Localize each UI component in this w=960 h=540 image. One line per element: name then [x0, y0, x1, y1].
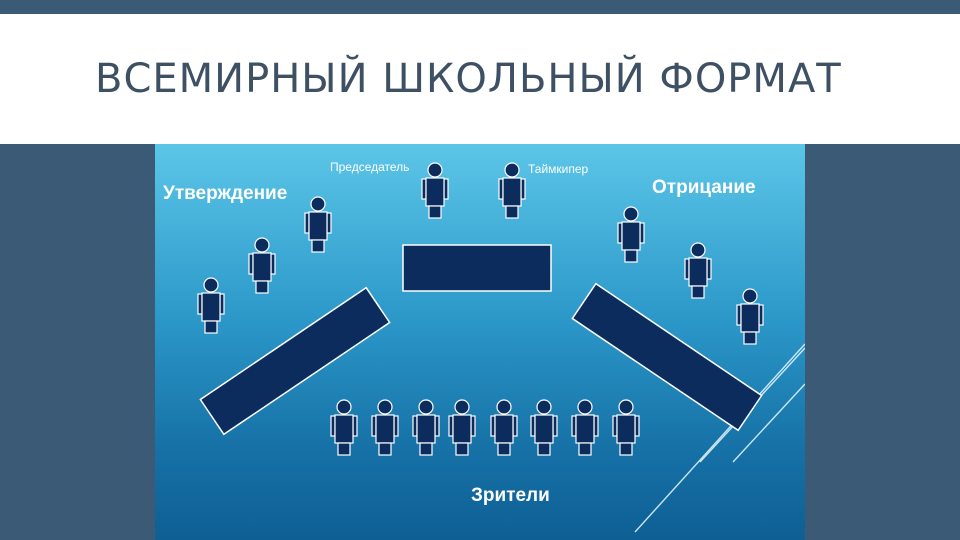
slide-title: ВСЕМИРНЫЙ ШКОЛЬНЫЙ ФОРМАТ: [95, 56, 842, 102]
title-band: [0, 14, 960, 144]
deco-line: [634, 343, 805, 533]
person-head: [454, 399, 470, 415]
seating-diagram: Председатель Таймкипер Утверждение Отриц…: [155, 144, 805, 540]
person-arm: [412, 415, 418, 437]
person-arm: [304, 212, 310, 234]
chairman-label: Председатель: [330, 160, 409, 174]
negative-table: [571, 282, 763, 432]
person-head: [623, 206, 639, 222]
person-head: [536, 399, 552, 415]
audience-person-icon: [490, 399, 518, 456]
person-body: [425, 177, 445, 207]
person-body: [201, 292, 221, 322]
person-head: [310, 196, 326, 212]
person-head: [427, 162, 443, 178]
person-head: [496, 399, 512, 415]
person-body: [375, 414, 395, 444]
person-legs: [204, 320, 218, 334]
person-arm: [248, 253, 254, 275]
audience-person-icon: [371, 399, 399, 456]
person-legs: [505, 205, 519, 219]
negative-label: Отрицание: [652, 177, 756, 198]
person-legs: [455, 442, 469, 456]
person-head: [418, 399, 434, 415]
person-body: [308, 211, 328, 241]
person-head: [254, 237, 270, 253]
person-body: [494, 414, 514, 444]
deco-line: [732, 383, 805, 463]
person-arm: [434, 415, 440, 437]
audience-label: Зрители: [471, 485, 550, 506]
person-body: [688, 257, 708, 287]
affirmative-person-icon: [304, 196, 332, 253]
affirmative-person-icon: [197, 277, 225, 334]
person-legs: [497, 442, 511, 456]
person-arm: [197, 293, 203, 315]
person-body: [502, 177, 522, 207]
chair-table: [402, 244, 552, 292]
person-head: [203, 277, 219, 293]
audience-person-icon: [571, 399, 599, 456]
person-head: [377, 399, 393, 415]
person-arm: [326, 212, 332, 234]
person-head: [504, 162, 520, 178]
audience-person-icon: [448, 399, 476, 456]
person-head: [336, 399, 352, 415]
person-body: [616, 414, 636, 444]
person-legs: [378, 442, 392, 456]
person-legs: [578, 442, 592, 456]
person-legs: [428, 205, 442, 219]
person-arm: [421, 178, 427, 200]
person-arm: [470, 415, 476, 437]
person-legs: [624, 249, 638, 263]
person-legs: [311, 239, 325, 253]
person-arm: [448, 415, 454, 437]
negative-person-icon: [736, 288, 764, 345]
person-head: [742, 288, 758, 304]
person-arm: [443, 178, 449, 200]
person-body: [621, 221, 641, 251]
person-body: [452, 414, 472, 444]
person-body: [740, 303, 760, 333]
person-legs: [619, 442, 633, 456]
person-head: [618, 399, 634, 415]
person-body: [252, 252, 272, 282]
person-legs: [743, 331, 757, 345]
person-body: [416, 414, 436, 444]
person-arm: [498, 178, 504, 200]
negative-person-icon: [617, 206, 645, 263]
audience-person-icon: [330, 399, 358, 456]
person-head: [690, 242, 706, 258]
person-arm: [393, 415, 399, 437]
person-arm: [219, 293, 225, 315]
person-legs: [537, 442, 551, 456]
person-legs: [419, 442, 433, 456]
person-legs: [337, 442, 351, 456]
chairman-person-icon: [421, 162, 449, 219]
affirmative-table: [199, 286, 391, 436]
affirmative-label: Утверждение: [163, 183, 287, 204]
person-body: [534, 414, 554, 444]
affirmative-person-icon: [248, 237, 276, 294]
person-body: [575, 414, 595, 444]
person-arm: [490, 415, 496, 437]
person-head: [577, 399, 593, 415]
audience-person-icon: [530, 399, 558, 456]
person-arm: [270, 253, 276, 275]
person-arm: [352, 415, 358, 437]
person-arm: [330, 415, 336, 437]
audience-person-icon: [412, 399, 440, 456]
timekeeper-label: Таймкипер: [528, 162, 589, 176]
person-body: [334, 414, 354, 444]
audience-person-icon: [612, 399, 640, 456]
timekeeper-person-icon: [498, 162, 526, 219]
person-arm: [371, 415, 377, 437]
person-legs: [255, 280, 269, 294]
person-legs: [691, 285, 705, 299]
negative-person-icon: [684, 242, 712, 299]
diagram-canvas: Председатель Таймкипер Утверждение Отриц…: [163, 160, 805, 533]
